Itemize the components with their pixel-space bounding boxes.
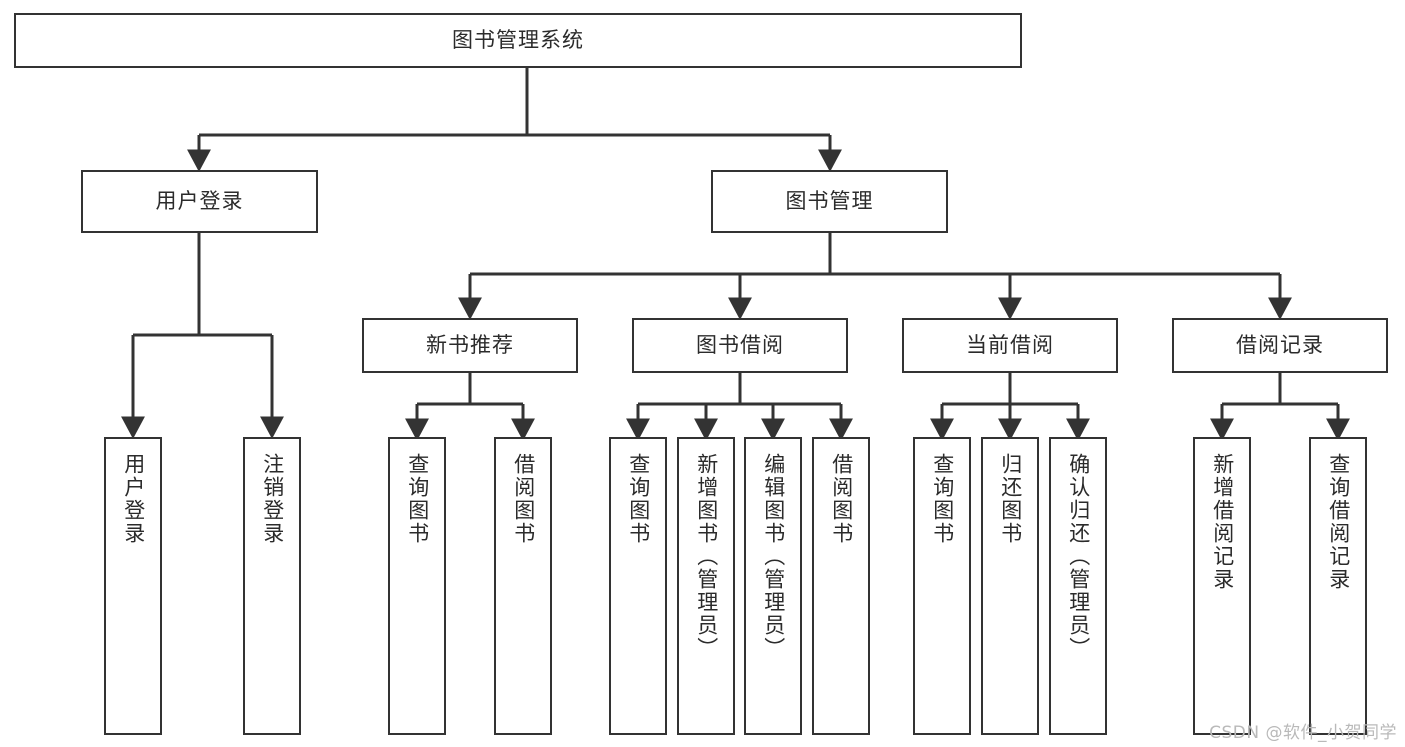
node-new-book-recommend[interactable]: 新书推荐 (362, 318, 578, 373)
leaf-new-book-borrow-label: 借阅图书 (511, 453, 536, 545)
leaf-current-borrow-confirm[interactable]: 确认归还（管理员） (1049, 437, 1107, 735)
node-borrow-record[interactable]: 借阅记录 (1172, 318, 1388, 373)
leaf-user-login-login[interactable]: 用户登录 (104, 437, 162, 735)
leaf-user-login-login-label: 用户登录 (121, 453, 146, 545)
node-user-login-label: 用户登录 (155, 189, 244, 214)
leaf-new-book-query-label: 查询图书 (405, 453, 430, 545)
leaf-book-borrow-add[interactable]: 新增图书（管理员） (677, 437, 735, 735)
node-current-borrow-label: 当前借阅 (966, 333, 1054, 358)
leaf-current-borrow-query[interactable]: 查询图书 (913, 437, 971, 735)
leaf-book-borrow-borrow[interactable]: 借阅图书 (812, 437, 870, 735)
leaf-current-borrow-query-label: 查询图书 (930, 453, 955, 545)
node-book-borrow[interactable]: 图书借阅 (632, 318, 848, 373)
node-book-borrow-label: 图书借阅 (696, 333, 784, 358)
csdn-watermark: CSDN @软件_小贺同学 (1209, 723, 1397, 743)
leaf-current-borrow-return-label: 归还图书 (998, 453, 1023, 545)
leaf-user-login-logout-label: 注销登录 (260, 453, 285, 545)
node-root-label: 图书管理系统 (452, 28, 584, 53)
leaf-user-login-logout[interactable]: 注销登录 (243, 437, 301, 735)
leaf-book-borrow-edit[interactable]: 编辑图书（管理员） (744, 437, 802, 735)
node-current-borrow[interactable]: 当前借阅 (902, 318, 1118, 373)
node-user-login[interactable]: 用户登录 (81, 170, 318, 233)
node-root[interactable]: 图书管理系统 (14, 13, 1022, 68)
leaf-current-borrow-confirm-label: 确认归还（管理员） (1066, 453, 1091, 660)
leaf-book-borrow-add-label: 新增图书（管理员） (694, 453, 719, 660)
leaf-current-borrow-return[interactable]: 归还图书 (981, 437, 1039, 735)
node-book-management[interactable]: 图书管理 (711, 170, 948, 233)
leaf-book-borrow-query[interactable]: 查询图书 (609, 437, 667, 735)
leaf-book-borrow-query-label: 查询图书 (626, 453, 651, 545)
leaf-borrow-record-query-label: 查询借阅记录 (1326, 453, 1351, 591)
node-borrow-record-label: 借阅记录 (1236, 333, 1324, 358)
leaf-book-borrow-edit-label: 编辑图书（管理员） (761, 453, 786, 660)
leaf-borrow-record-add[interactable]: 新增借阅记录 (1193, 437, 1251, 735)
leaf-new-book-query[interactable]: 查询图书 (388, 437, 446, 735)
node-book-management-label: 图书管理 (785, 189, 874, 214)
node-new-book-recommend-label: 新书推荐 (426, 333, 514, 358)
leaf-borrow-record-add-label: 新增借阅记录 (1210, 453, 1235, 591)
leaf-new-book-borrow[interactable]: 借阅图书 (494, 437, 552, 735)
leaf-borrow-record-query[interactable]: 查询借阅记录 (1309, 437, 1367, 735)
leaf-book-borrow-borrow-label: 借阅图书 (829, 453, 854, 545)
